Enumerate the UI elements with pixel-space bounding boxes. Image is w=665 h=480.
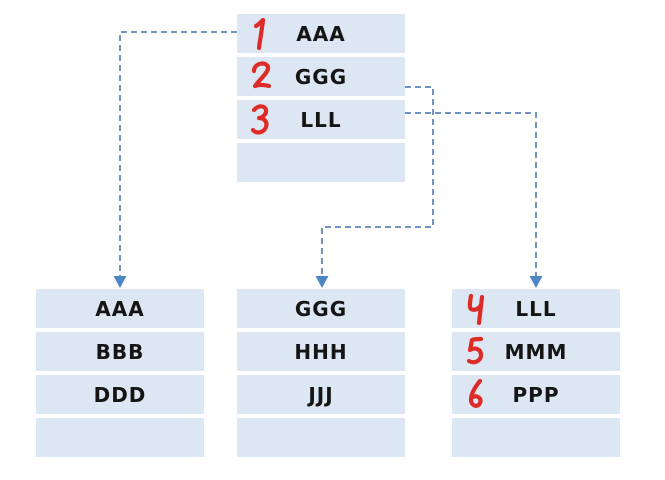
handwritten-number-1 [253, 17, 266, 51]
table-row: BBB [36, 332, 204, 371]
table-row: PPP [452, 375, 620, 414]
cell-label: MMM [504, 339, 568, 364]
cell-label: JJJ [308, 382, 334, 407]
table-row: LLL [237, 100, 405, 139]
table-row-empty [237, 143, 405, 182]
arrow-root-row1-to-left-node [113, 31, 237, 288]
cell-label: LLL [300, 107, 342, 132]
table-row-empty [36, 418, 204, 457]
handwritten-number-6 [468, 378, 483, 408]
table-row: HHH [237, 332, 405, 371]
cell-label: LLL [515, 296, 557, 321]
table-row: JJJ [237, 375, 405, 414]
arrow-root-row2-to-middle-node [315, 86, 434, 288]
cell-label: GGG [294, 296, 348, 321]
root-node: AAA GGG LLL [237, 14, 405, 182]
cell-label: BBB [95, 339, 145, 364]
table-row: LLL [452, 289, 620, 328]
arrow-root-row3-to-right-node [405, 112, 543, 288]
handwritten-number-4 [467, 293, 485, 326]
child-node-middle: GGG HHH JJJ [237, 289, 405, 457]
table-row: DDD [36, 375, 204, 414]
child-node-left: AAA BBB DDD [36, 289, 204, 457]
table-row-empty [237, 418, 405, 457]
cell-label: DDD [93, 382, 147, 407]
cell-label: HHH [294, 339, 348, 364]
handwritten-number-2 [251, 61, 272, 89]
table-row: GGG [237, 57, 405, 96]
table-row: MMM [452, 332, 620, 371]
table-row-empty [452, 418, 620, 457]
cell-label: PPP [512, 382, 560, 407]
table-row: AAA [237, 14, 405, 53]
cell-label: AAA [296, 21, 346, 46]
cell-label: GGG [294, 64, 348, 89]
table-row: GGG [237, 289, 405, 328]
cell-label: AAA [95, 296, 145, 321]
table-row: AAA [36, 289, 204, 328]
child-node-right: LLL MMM PPP [452, 289, 620, 457]
handwritten-number-3 [250, 104, 269, 135]
handwritten-number-5 [466, 336, 484, 365]
